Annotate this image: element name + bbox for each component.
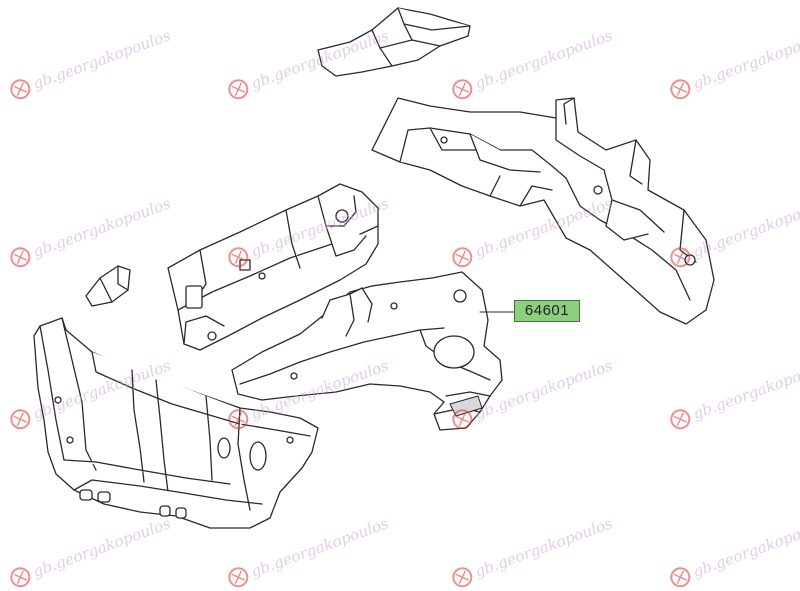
small-clip-part — [85, 265, 131, 307]
cowl-panel-part — [167, 183, 379, 351]
front-side-member-part — [231, 271, 503, 431]
upper-bracket-part — [317, 7, 471, 77]
radiator-support-part — [33, 317, 319, 529]
part-number-label[interactable]: 64601 — [514, 300, 580, 322]
rear-floor-panel-part — [371, 97, 715, 325]
